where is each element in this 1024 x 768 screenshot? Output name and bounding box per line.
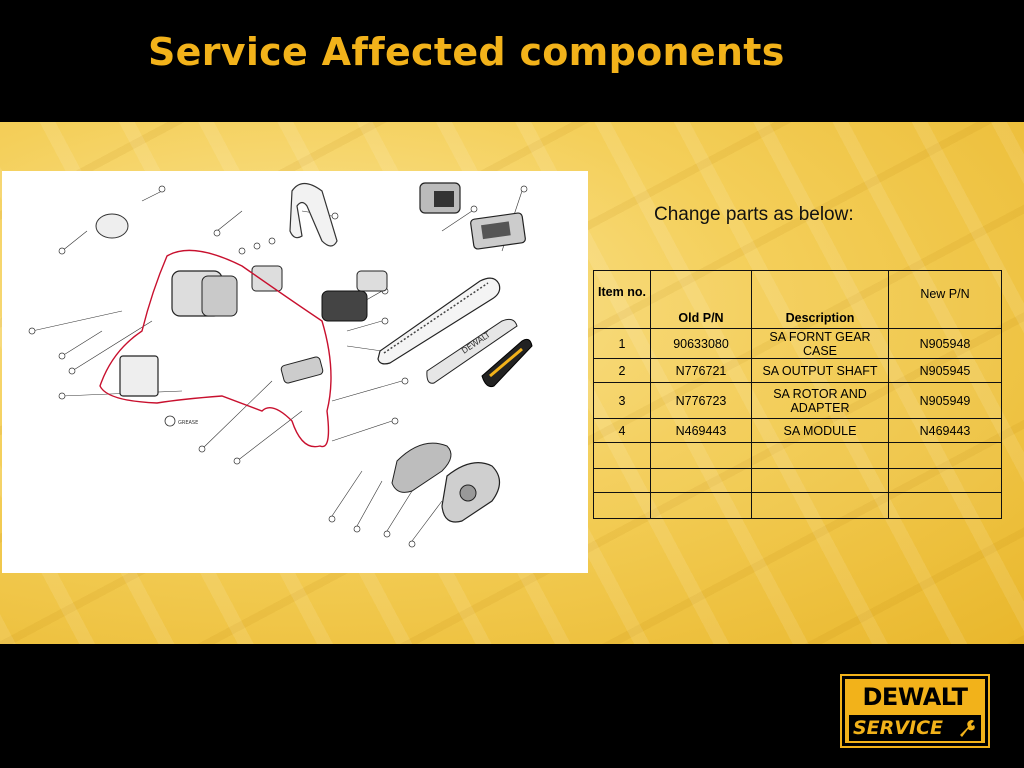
cell-description: SA ROTOR AND ADAPTER xyxy=(751,382,889,419)
cell-new-pn: N469443 xyxy=(888,418,1002,443)
table-row-empty xyxy=(593,468,1002,493)
cell-new-pn: N905945 xyxy=(888,358,1002,383)
logo-service-text: SERVICE xyxy=(849,715,981,741)
cell-item: 1 xyxy=(593,328,651,359)
col-header-item: Item no. xyxy=(593,270,651,329)
dewalt-service-logo: DEWALT SERVICE xyxy=(840,674,990,748)
wrench-icon xyxy=(960,720,975,737)
cell-old-pn: N776723 xyxy=(650,382,752,419)
cell-item: 2 xyxy=(593,358,651,383)
cell-description: SA MODULE xyxy=(751,418,889,443)
table-row: 4 N469443 SA MODULE N469443 xyxy=(593,418,1002,443)
cell-item: 3 xyxy=(593,382,651,419)
table-row: 2 N776721 SA OUTPUT SHAFT N905945 xyxy=(593,358,1002,383)
table-row: 1 90633080 SA FORNT GEAR CASE N905948 xyxy=(593,328,1002,359)
col-header-old-pn: Old P/N xyxy=(650,270,752,329)
exploded-parts-diagram: DEWALT GREASE xyxy=(2,171,588,573)
cell-description: SA OUTPUT SHAFT xyxy=(751,358,889,383)
table-row-empty xyxy=(593,492,1002,519)
table-header-row: Item no. Old P/N Description New P/N xyxy=(593,270,1002,329)
parts-change-table: Item no. Old P/N Description New P/N 1 9… xyxy=(593,270,1002,519)
col-header-new-pn: New P/N xyxy=(888,270,1002,329)
col-header-description: Description xyxy=(751,270,889,329)
cell-item: 4 xyxy=(593,418,651,443)
header-bar: Service Affected components xyxy=(0,0,1024,122)
page-title: Service Affected components xyxy=(148,30,785,74)
cell-new-pn: N905948 xyxy=(888,328,1002,359)
cell-old-pn: 90633080 xyxy=(650,328,752,359)
cell-old-pn: N469443 xyxy=(650,418,752,443)
logo-service-label: SERVICE xyxy=(853,717,943,739)
table-row: 3 N776723 SA ROTOR AND ADAPTER N905949 xyxy=(593,382,1002,419)
change-parts-note: Change parts as below: xyxy=(654,204,854,225)
grease-legend-label: GREASE xyxy=(178,420,198,426)
cell-old-pn: N776721 xyxy=(650,358,752,383)
logo-brand-text: DEWALT xyxy=(862,683,968,711)
table-row-empty xyxy=(593,442,1002,469)
cell-new-pn: N905949 xyxy=(888,382,1002,419)
cell-description: SA FORNT GEAR CASE xyxy=(751,328,889,359)
parts-drawing: DEWALT GREASE xyxy=(28,182,533,548)
